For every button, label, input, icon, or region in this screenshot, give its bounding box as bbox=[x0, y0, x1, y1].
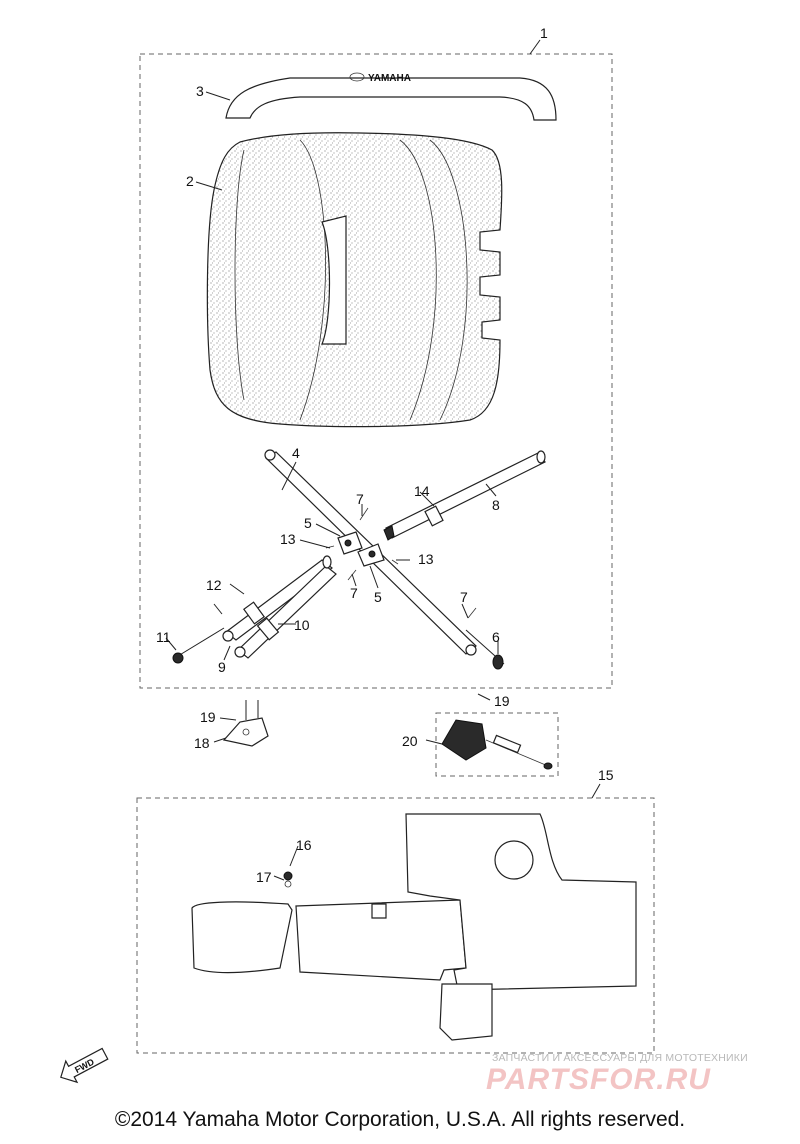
callout-3: 3 bbox=[196, 83, 204, 99]
watermark-tagline: ЗАПЧАСТИ И АКСЕССУАРЫ ДЛЯ МОТОТЕХНИКИ bbox=[492, 1052, 748, 1064]
callout-7c: 7 bbox=[460, 589, 468, 605]
lock-part bbox=[441, 719, 553, 770]
group-box-1 bbox=[139, 53, 613, 689]
callout-18: 18 bbox=[194, 735, 210, 751]
group-box-20 bbox=[435, 712, 559, 777]
callout-19b: 19 bbox=[494, 693, 510, 709]
seat-cushion-part bbox=[206, 132, 503, 428]
callout-11: 11 bbox=[156, 629, 171, 645]
copyright-text: ©2014 Yamaha Motor Corporation, U.S.A. A… bbox=[114, 1108, 686, 1131]
callout-15: 15 bbox=[598, 767, 614, 783]
callout-labels: 1 2 3 4 5 5 6 7 7 7 8 9 10 11 12 13 13 1… bbox=[156, 25, 614, 885]
fwd-arrow-icon: FWD bbox=[60, 1047, 109, 1084]
callout-20: 20 bbox=[402, 733, 418, 749]
cylinder-part bbox=[222, 555, 337, 659]
bracket-part bbox=[222, 700, 269, 747]
callout-5b: 5 bbox=[374, 589, 382, 605]
callout-17: 17 bbox=[256, 869, 272, 885]
callout-6: 6 bbox=[492, 629, 500, 645]
callout-8: 8 bbox=[492, 497, 500, 513]
callout-2: 2 bbox=[186, 173, 194, 189]
callout-19a: 19 bbox=[200, 709, 216, 725]
pivot-blocks bbox=[337, 531, 385, 567]
callout-5a: 5 bbox=[304, 515, 312, 531]
callout-13b: 13 bbox=[418, 551, 434, 567]
hardware-parts bbox=[172, 507, 505, 670]
callout-1: 1 bbox=[540, 25, 548, 41]
callout-4: 4 bbox=[292, 445, 300, 461]
callout-7a: 7 bbox=[356, 491, 364, 507]
leader-lines bbox=[165, 39, 601, 881]
seat-mat-parts bbox=[191, 813, 637, 1041]
callout-12: 12 bbox=[206, 577, 222, 593]
seat-logo-text: YAMAHA bbox=[368, 73, 411, 84]
callout-7b: 7 bbox=[350, 585, 358, 601]
seat-handle-part: YAMAHA bbox=[225, 72, 557, 121]
callout-13a: 13 bbox=[280, 531, 296, 547]
watermark-logo: PARTSFOR.RU bbox=[486, 1063, 711, 1096]
rod-part bbox=[383, 450, 546, 541]
callout-16: 16 bbox=[296, 837, 312, 853]
callout-10: 10 bbox=[294, 617, 310, 633]
callout-14: 14 bbox=[414, 483, 430, 499]
group-box-15 bbox=[136, 797, 655, 1054]
callout-9: 9 bbox=[218, 659, 226, 675]
